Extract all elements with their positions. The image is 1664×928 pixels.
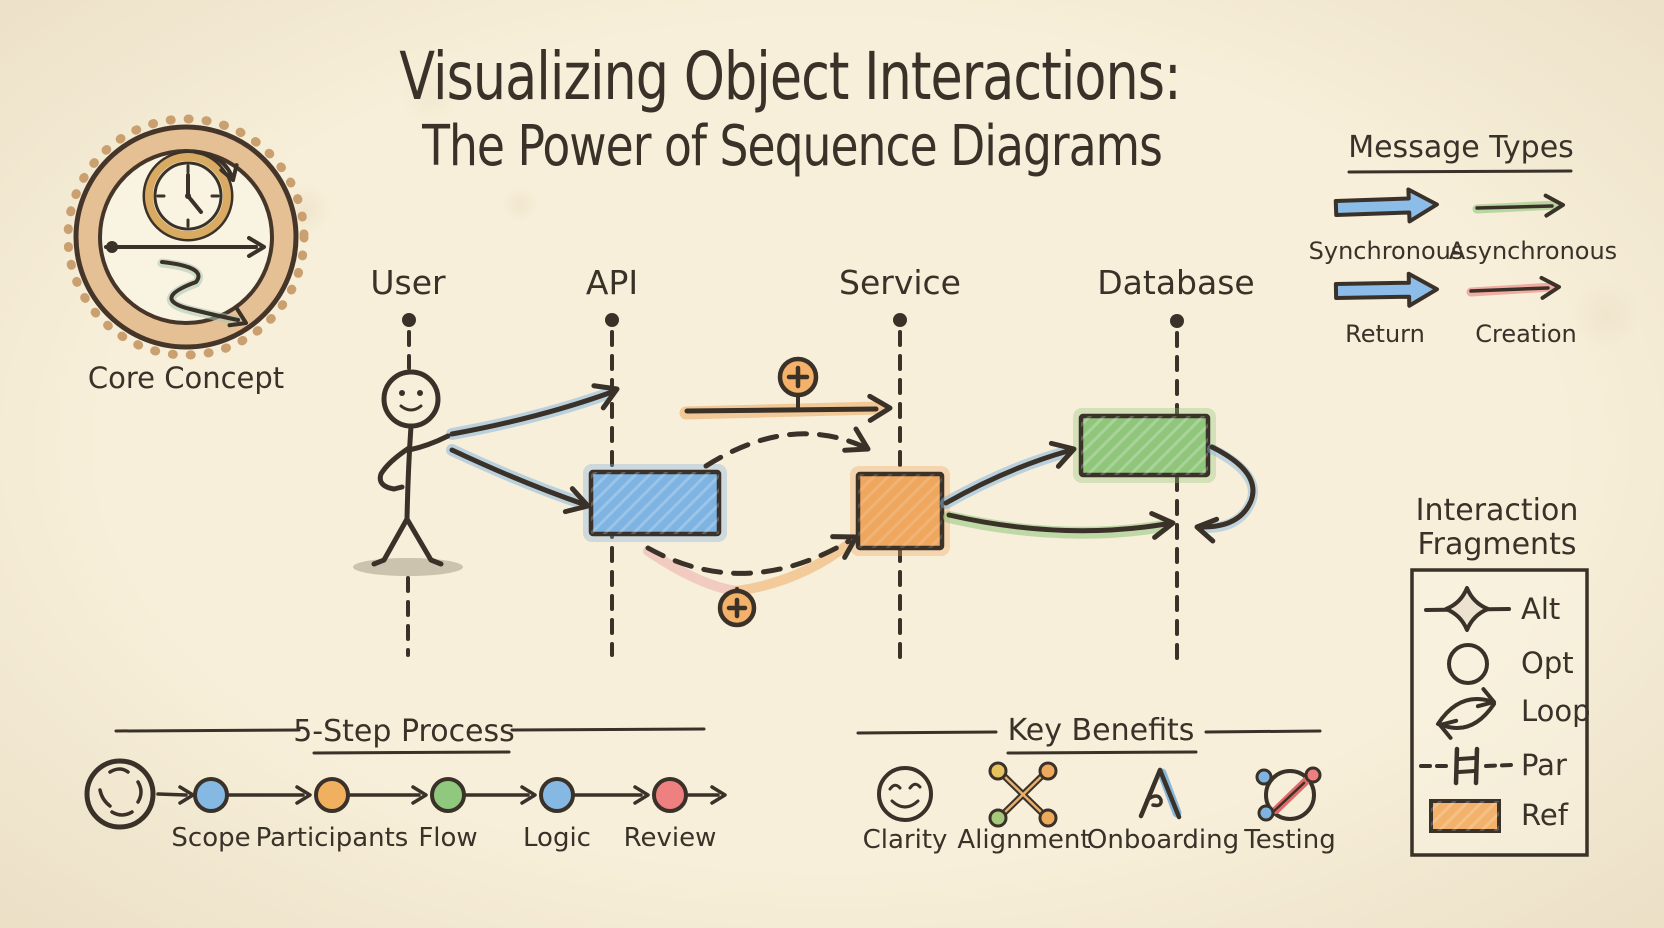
crossed-links-icon [988,761,1058,828]
benefit-onboarding-label: Onboarding [1086,825,1240,855]
step-dot-participants [314,777,350,813]
benefit-clarity-label: Clarity [862,825,948,855]
service-activation-box [850,466,950,556]
dashed-loop-arrow-top [703,426,871,469]
step-dot-logic [539,777,575,813]
slashed-circle-icon [1255,766,1322,822]
fragment-alt-label: Alt [1521,592,1561,626]
sync-arrow-user-api [446,383,620,440]
dashed-loop-arrow-bottom [643,534,859,628]
step-dot-flow [430,777,466,813]
smiley-icon [877,766,933,822]
step-dot-scope [193,777,229,813]
database-activation-box [1073,408,1216,483]
process-flow-arrows [156,785,727,805]
letter-a-icon [1138,767,1182,820]
step-logic-label: Logic [523,823,591,853]
creation-label: Creation [1475,320,1577,348]
fragment-ref-label: Ref [1521,798,1568,832]
benefits-section [856,729,1322,828]
message-types-legend [1333,169,1573,308]
lifeline-user-line [402,313,416,657]
ref-rect-icon [1429,799,1501,833]
api-activation-box [583,464,727,542]
fragment-loop-label: Loop [1521,694,1591,728]
return-arrow-icon [1333,271,1439,308]
return-loop-arrow-database [1194,444,1258,544]
core-concept-label: Core Concept [87,361,285,395]
asynchronous-arrow-icon [1472,193,1565,218]
synchronous-label: Synchronous [1308,237,1464,265]
step-review-label: Review [623,823,717,853]
step-participants-label: Participants [255,823,409,853]
step-dot-review [652,777,688,813]
lifeline-user-label: User [370,263,446,302]
interaction-fragments-panel [1410,568,1589,857]
timeline-arrow-icon [104,236,266,258]
step-flow-label: Flow [418,823,478,853]
sync-arrow-user-api-activation [446,444,591,515]
fragments-title-line1: Interaction [1415,493,1579,528]
creation-arrow-api-service [679,356,893,423]
lifeline-api-label: API [585,263,639,302]
stick-figure-user-icon [353,369,463,576]
step-scope-label: Scope [171,823,251,853]
benefit-testing-label: Testing [1244,825,1336,855]
sketch-ball-icon [84,758,156,830]
parallel-bars-icon [1419,746,1513,786]
process-title: 5-Step Process [293,714,515,749]
loop-arrows-icon [1436,687,1496,740]
lifeline-service-line [893,313,907,660]
page-title-line1: Visualizing Object Interactions: [399,38,1181,115]
fragment-par-label: Par [1521,748,1567,782]
clock-icon [142,150,239,242]
core-concept-badge-icon [63,114,309,360]
asynchronous-label: Asynchronous [1448,237,1618,265]
four-point-star-icon [1424,586,1511,632]
sync-arrow-service-database [940,440,1077,509]
return-label: Return [1345,320,1425,348]
fragments-title-line2: Fragments [1417,527,1577,562]
async-arrow-service-database [943,511,1176,540]
synchronous-arrow-icon [1333,187,1439,224]
benefits-title: Key Benefits [1007,713,1195,748]
process-section [84,727,727,830]
lifeline-database-label: Database [1097,263,1255,302]
page-title-line2: The Power of Sequence Diagrams [422,113,1163,180]
benefit-alignment-label: Alignment [957,825,1091,855]
creation-arrow-icon [1466,275,1561,300]
fragment-opt-label: Opt [1521,646,1574,680]
lifeline-database-line [1170,314,1184,662]
message-types-title: Message Types [1348,130,1574,165]
circle-icon [1447,643,1489,685]
lifeline-service-label: Service [839,263,961,302]
squiggle-arrow-icon [157,258,248,328]
